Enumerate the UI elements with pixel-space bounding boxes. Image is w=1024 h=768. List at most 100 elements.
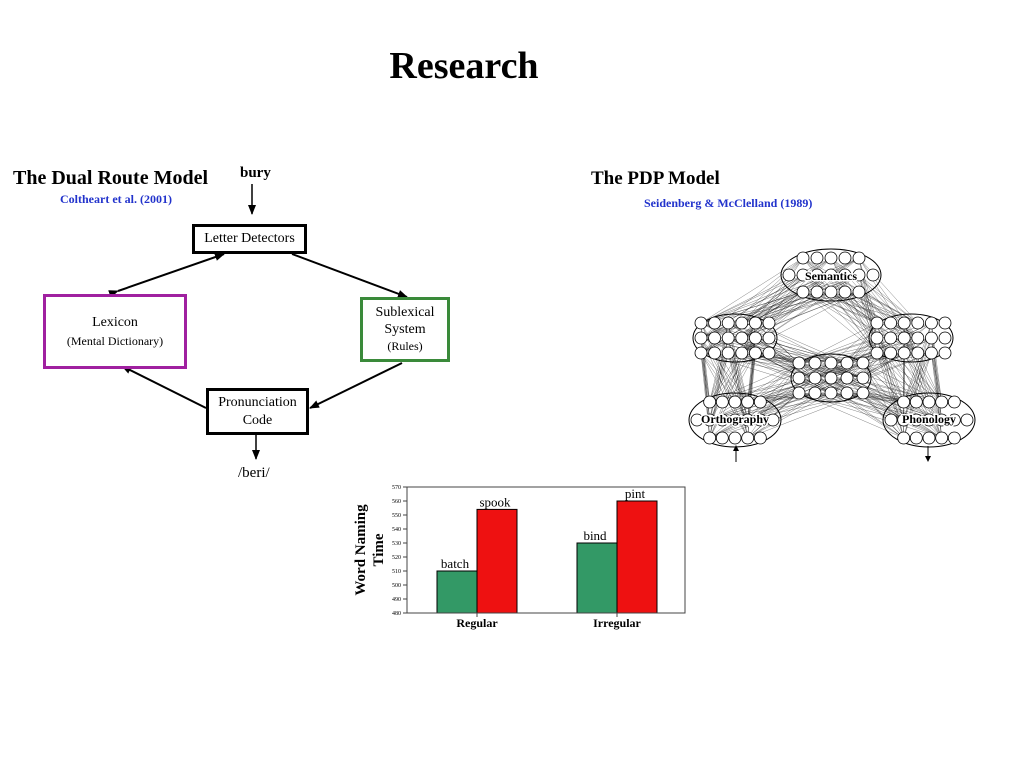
network-unit — [824, 285, 838, 299]
network-unit — [703, 395, 717, 409]
network-unit — [897, 413, 911, 427]
network-unit — [897, 346, 911, 360]
letter-detectors-box: Letter Detectors — [192, 224, 307, 254]
network-unit — [753, 413, 767, 427]
y-tick-label: 500 — [392, 583, 401, 589]
network-unit — [884, 413, 898, 427]
phonology-pool — [882, 392, 976, 448]
orthography-pool — [688, 392, 782, 448]
network-unit — [924, 331, 938, 345]
network-unit — [856, 371, 870, 385]
network-unit — [852, 251, 866, 265]
network-unit — [808, 356, 822, 370]
network-unit — [947, 413, 961, 427]
network-unit — [708, 331, 722, 345]
network-unit — [884, 316, 898, 330]
network-unit — [715, 395, 729, 409]
y-tick-label: 490 — [392, 597, 401, 603]
network-unit — [840, 386, 854, 400]
lexicon-sublabel: (Mental Dictionary) — [66, 333, 164, 348]
y-axis-label-line1: Word Naming — [353, 504, 369, 596]
network-unit — [909, 431, 923, 445]
network-unit — [749, 331, 762, 345]
sublexical-sublabel: (Rules) — [387, 339, 423, 353]
network-unit — [856, 386, 870, 400]
network-unit — [694, 331, 708, 345]
network-unit — [852, 285, 866, 299]
network-unit — [753, 395, 767, 409]
network-unit — [824, 268, 838, 282]
input-word: bury — [240, 165, 271, 181]
network-unit — [866, 268, 880, 282]
network-unit — [749, 316, 762, 330]
network-unit — [922, 395, 936, 409]
network-unit — [715, 413, 729, 427]
network-unit — [708, 346, 722, 360]
network-unit — [690, 413, 704, 427]
bar-label-pint: pint — [625, 486, 646, 501]
network-unit — [856, 356, 870, 370]
network-unit — [897, 431, 911, 445]
letter-detectors-label: Letter Detectors — [204, 231, 295, 246]
pdp-citation: Seidenberg & McClelland (1989) — [644, 196, 813, 210]
plot-frame — [406, 486, 686, 614]
y-tick-label: 520 — [392, 555, 401, 561]
network-unit — [808, 386, 822, 400]
pronunciation-label-2: Code — [242, 412, 273, 428]
network-unit — [741, 431, 755, 445]
network-unit — [935, 413, 949, 427]
network-unit — [721, 346, 735, 360]
network-unit — [810, 251, 824, 265]
network-unit — [870, 316, 884, 330]
network-unit — [840, 371, 854, 385]
left-hidden-pool — [692, 313, 778, 363]
network-unit — [909, 395, 923, 409]
network-unit — [897, 331, 911, 345]
network-unit — [703, 431, 717, 445]
network-unit — [922, 413, 936, 427]
bar-pint — [616, 500, 658, 614]
network-unit — [741, 413, 755, 427]
network-unit — [762, 316, 776, 330]
network-unit — [838, 251, 852, 265]
network-unit — [762, 346, 776, 360]
network-unit — [947, 431, 961, 445]
arrow-letters-sublexical — [291, 253, 408, 298]
bar-batch — [436, 570, 478, 614]
network-unit — [728, 431, 742, 445]
network-unit — [796, 268, 810, 282]
network-unit — [792, 356, 806, 370]
network-unit — [824, 356, 838, 370]
network-unit — [924, 346, 938, 360]
right-hidden-pool — [868, 313, 954, 363]
dual-route-title: The Dual Route Model — [13, 167, 208, 189]
output-pronunciation: /beri/ — [238, 465, 270, 481]
network-unit — [721, 316, 735, 330]
network-unit — [703, 413, 717, 427]
network-unit — [884, 331, 898, 345]
network-unit — [694, 316, 708, 330]
sublexical-label-1: Sublexical — [375, 305, 435, 320]
network-unit — [735, 346, 749, 360]
semantics-pool — [780, 248, 882, 302]
network-unit — [735, 331, 749, 345]
network-unit — [935, 431, 949, 445]
network-unit — [808, 371, 822, 385]
arrow-sublexical-pron — [309, 362, 403, 409]
network-unit — [824, 386, 838, 400]
network-unit — [922, 431, 936, 445]
arrow-pron-lexicon — [121, 365, 216, 416]
network-unit — [852, 268, 866, 282]
network-unit — [721, 331, 735, 345]
x-category-label: Regular — [456, 616, 498, 630]
network-unit — [824, 371, 838, 385]
network-unit — [884, 346, 898, 360]
lexicon-label: Lexicon — [92, 314, 138, 330]
bar-label-spook: spook — [479, 494, 511, 509]
bar-spook — [476, 508, 518, 614]
network-unit — [938, 346, 952, 360]
